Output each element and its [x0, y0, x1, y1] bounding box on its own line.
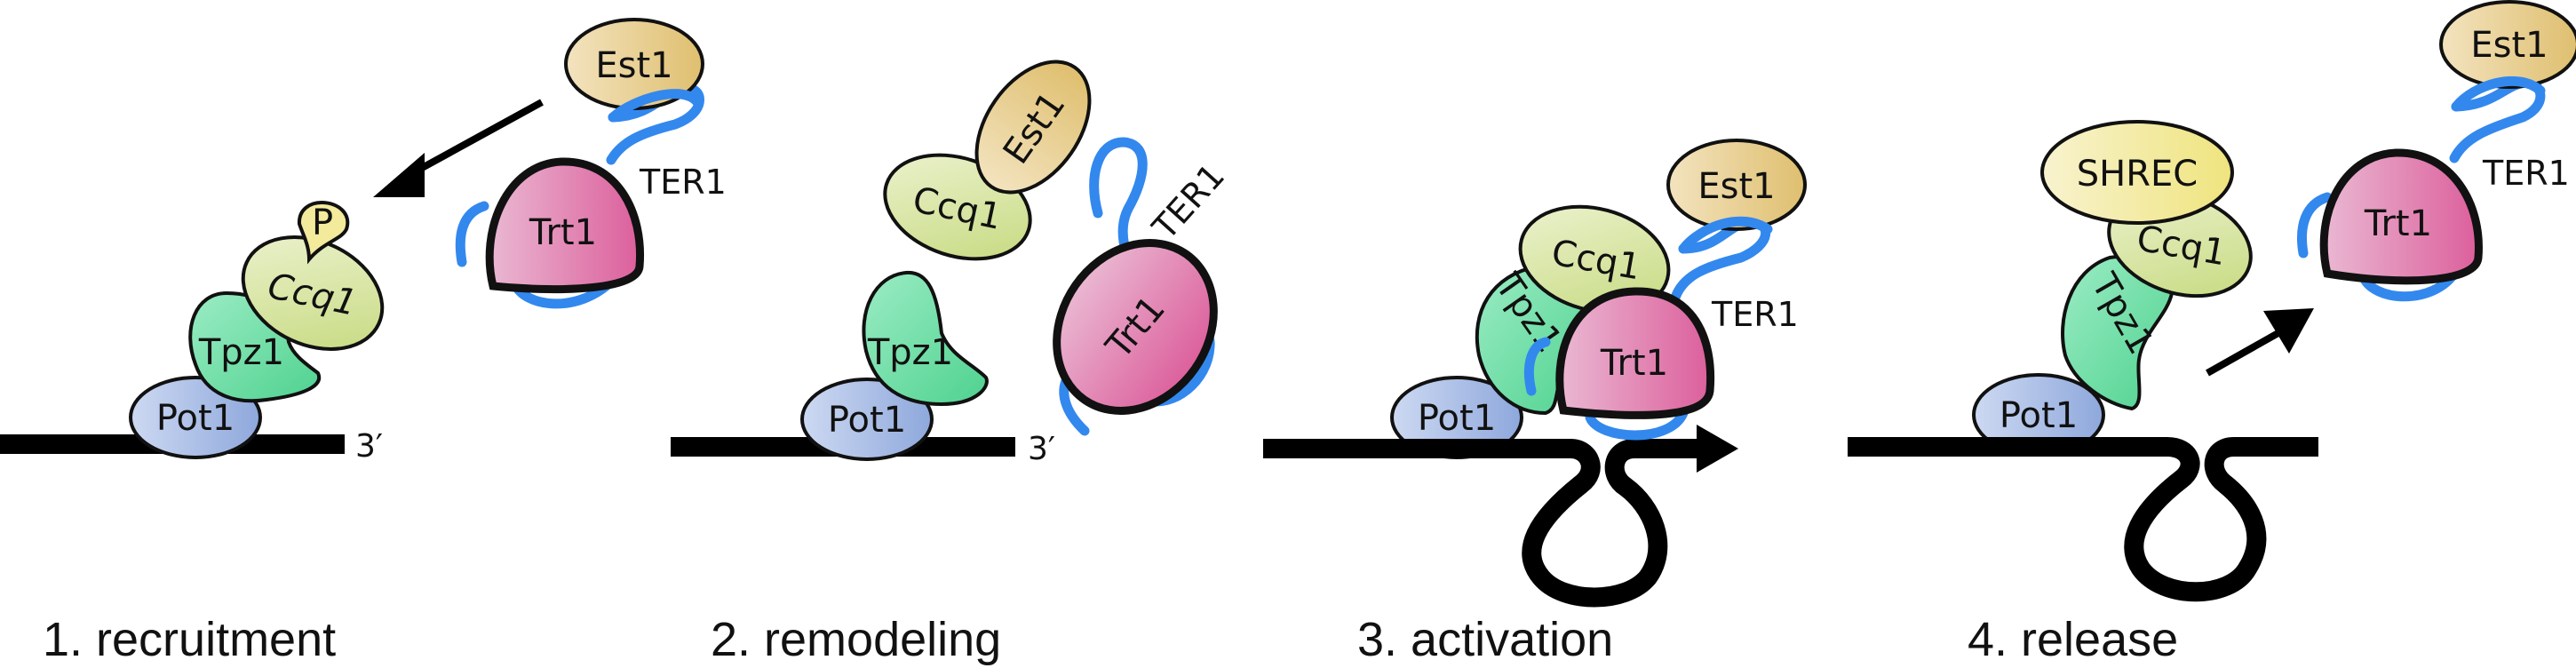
recruitment-arrow [373, 99, 544, 197]
svg-text:Tpz1: Tpz1 [867, 332, 953, 373]
step-label-release: 4. release [1968, 613, 2178, 666]
phospho-label: P [312, 203, 333, 243]
panel-release: Pot1 Tpz1 Ccq1 SHREC Est1 [1848, 0, 2576, 666]
svg-text:Trt1: Trt1 [1600, 343, 1668, 384]
tpz1-label: Tpz1 [198, 332, 284, 373]
panel-activation: Pot1 Tpz1 Ccq1 Est1 Trt1 TER1 [1263, 139, 1807, 666]
ter1-label: TER1 [639, 163, 727, 202]
est1-protein: Est1 [2439, 0, 2576, 89]
tpz1-protein: Tpz1 [862, 270, 989, 407]
panel-remodeling: 3′ Pot1 Tpz1 Ccq1 Est1 Trt1 TER1 [671, 60, 1232, 666]
extension-arrowhead [1697, 425, 1738, 473]
phospho-marker: P [297, 200, 350, 265]
trt1-protein: Trt1 [485, 157, 645, 294]
est1-protein: Est1 [1666, 139, 1807, 231]
telomerase-complex: Est1 Trt1 TER1 [1523, 139, 1807, 441]
telomerase-complex: Est1 Trt1 TER1 [2296, 0, 2576, 302]
est1-label: Est1 [595, 45, 672, 86]
dna-3prime-label: 3′ [355, 428, 383, 465]
shrec-complex: SHREC [2040, 120, 2234, 225]
shrec-label: SHREC [2077, 154, 2198, 195]
ter1-rna [1089, 137, 1148, 258]
svg-text:Pot1: Pot1 [1418, 398, 1496, 439]
pot1-label: Pot1 [156, 398, 235, 439]
dna-3prime-label: 3′ [1028, 431, 1055, 467]
ter1-label: TER1 [2482, 154, 2570, 193]
tpz1-protein: Tpz1 [188, 290, 322, 403]
ccq1-protein: Ccq1 [1518, 204, 1671, 314]
telomerase-complex: Est1 Trt1 TER1 [455, 18, 727, 309]
est1-protein: Est1 [974, 60, 1092, 195]
svg-text:Est1: Est1 [2470, 25, 2548, 66]
step-label-activation: 3. activation [1357, 613, 1613, 666]
panel-recruitment: 3′ Pot1 Tpz1 Ccq1 P Est1 [0, 18, 727, 666]
pot1-protein: Pot1 [800, 378, 934, 461]
pot1-protein: Pot1 [1972, 373, 2105, 457]
trt1-protein: Trt1 [1053, 239, 1218, 415]
dna-strand-looped [1263, 439, 1701, 608]
trt1-protein: Trt1 [2319, 148, 2483, 285]
ccq1-protein: Ccq1 [241, 235, 385, 351]
ter1-label: TER1 [1711, 295, 1799, 334]
trt1-protein: Trt1 [1555, 287, 1715, 419]
svg-text:Trt1: Trt1 [2364, 203, 2432, 244]
ter1-rna [1523, 337, 1551, 396]
release-arrow [2206, 308, 2314, 377]
dna-strand-looped [1848, 437, 2318, 602]
svg-text:Pot1: Pot1 [2000, 395, 2078, 436]
svg-text:Est1: Est1 [1697, 166, 1775, 207]
ter1-rna [2296, 192, 2333, 258]
trt1-label: Trt1 [529, 212, 597, 253]
ter1-label: TER1 [1144, 156, 1232, 248]
svg-text:Pot1: Pot1 [828, 400, 906, 441]
tpz1-protein: Tpz1 [2061, 255, 2174, 411]
step-label-remodeling: 2. remodeling [711, 613, 1001, 666]
telomerase-complex: Trt1 TER1 [1053, 137, 1232, 436]
ter1-rna [455, 201, 489, 267]
step-label-recruitment: 1. recruitment [43, 613, 336, 666]
